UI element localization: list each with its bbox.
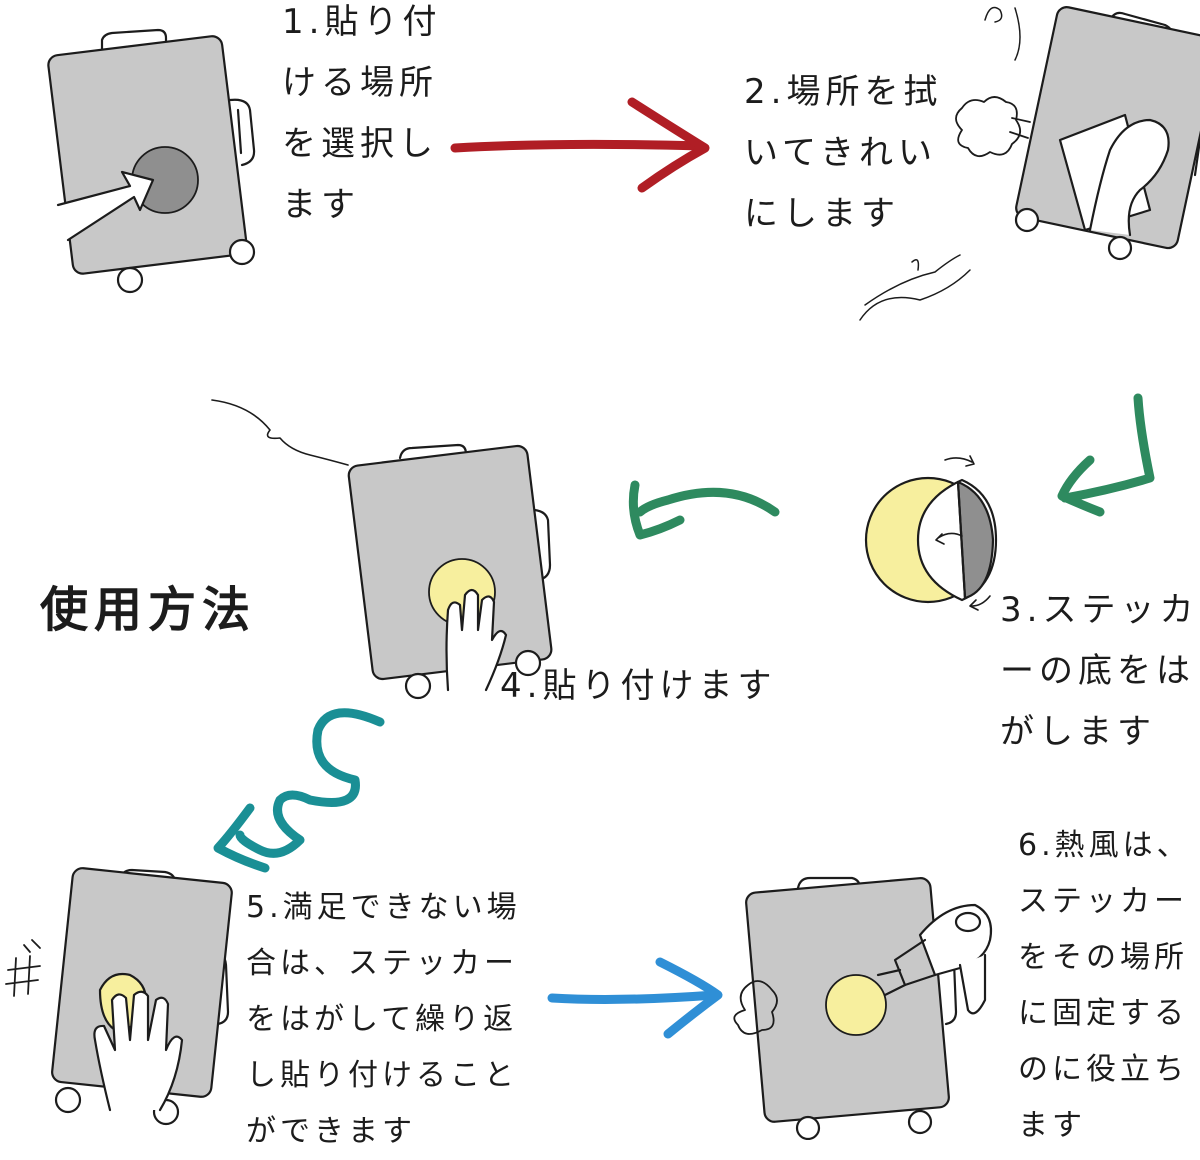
step-3-text: 3.ステッカ ーの底をは がします [1000, 590, 1199, 752]
hand-icon [93, 990, 184, 1112]
puff-icon [955, 96, 1031, 158]
sticker-icon [825, 974, 887, 1036]
hair-dryer-icon [876, 903, 993, 1015]
page-title: 使用方法 [40, 582, 257, 638]
pointer-arrow-icon [56, 170, 155, 242]
sticker-peel-icon [864, 455, 998, 611]
step-1-text: 1.貼り付 ける場所 を選択し ます [282, 2, 442, 225]
arrow-icon [213, 708, 385, 873]
arrow-icon [450, 97, 710, 193]
step-4-text: 4.貼り付けます [500, 666, 777, 706]
step-5-text: 5.満足できない場 合は、ステッカー をはがして繰り返 し貼り付けること ができ… [246, 890, 521, 1149]
arrow-icon [628, 480, 780, 540]
step-2-text: 2.場所を拭 いてきれい にします [744, 72, 943, 234]
hand-icon [1088, 118, 1170, 237]
puff-icon [733, 980, 778, 1035]
step-6-text: 6.熱風は、 ステッカー をその場所 に固定する のに役立ち ます [1018, 828, 1191, 1143]
arrow-icon [547, 957, 723, 1039]
hand-icon [445, 588, 508, 692]
arrow-icon [1057, 393, 1155, 517]
